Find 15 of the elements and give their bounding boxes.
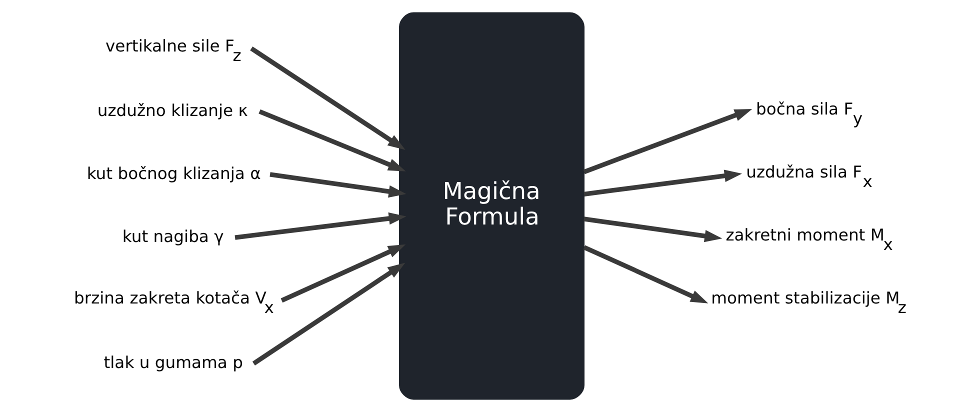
arrow bbox=[280, 244, 406, 303]
arrow bbox=[583, 170, 742, 196]
arrow bbox=[234, 212, 406, 240]
node-box: Magična Formula bbox=[398, 12, 584, 400]
arrow bbox=[250, 46, 405, 150]
node-text: kut bočnog klizanja α bbox=[86, 164, 260, 183]
arrow bbox=[583, 216, 722, 242]
arrow bbox=[582, 245, 708, 304]
node-text: tlak u gumama p bbox=[103, 352, 242, 372]
node-text: uzdužno klizanje κ bbox=[96, 100, 248, 120]
arrow bbox=[269, 172, 406, 198]
arrow bbox=[582, 109, 752, 174]
arrow bbox=[258, 109, 406, 172]
arrow bbox=[252, 262, 405, 366]
node-text: kut nagiba γ bbox=[122, 226, 224, 246]
